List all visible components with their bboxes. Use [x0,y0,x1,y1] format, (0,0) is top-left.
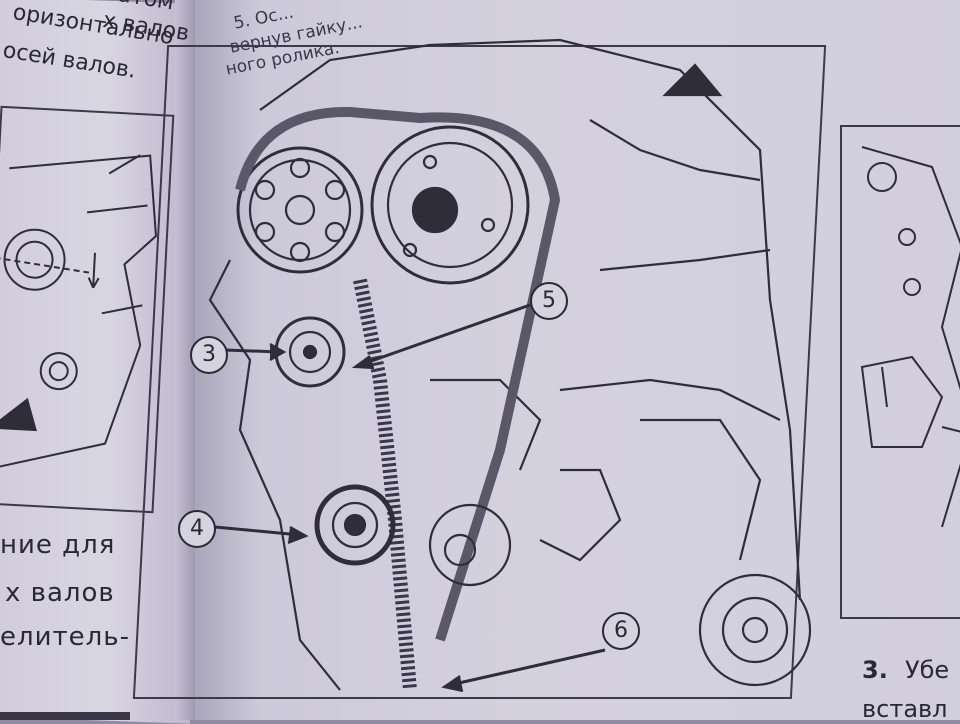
right-engine-figure [840,125,960,619]
page-edge [0,712,130,720]
left-text-line: елитель- [0,622,130,652]
left-text-line: х валов [5,578,115,608]
left-text-line: ние для [0,530,116,560]
callout-5: 5 [530,282,568,320]
right-page [195,0,960,720]
step-number: 3. [862,656,888,684]
left-engine-figure [0,105,175,514]
left-engine-drawing [0,154,157,469]
callout-3: 3 [190,336,228,374]
step-text: Убе [905,656,950,684]
callout-6: 6 [602,612,640,650]
right-engine-drawing [860,146,960,528]
callout-4: 4 [178,510,216,548]
step-text-2: вставл [862,695,948,723]
